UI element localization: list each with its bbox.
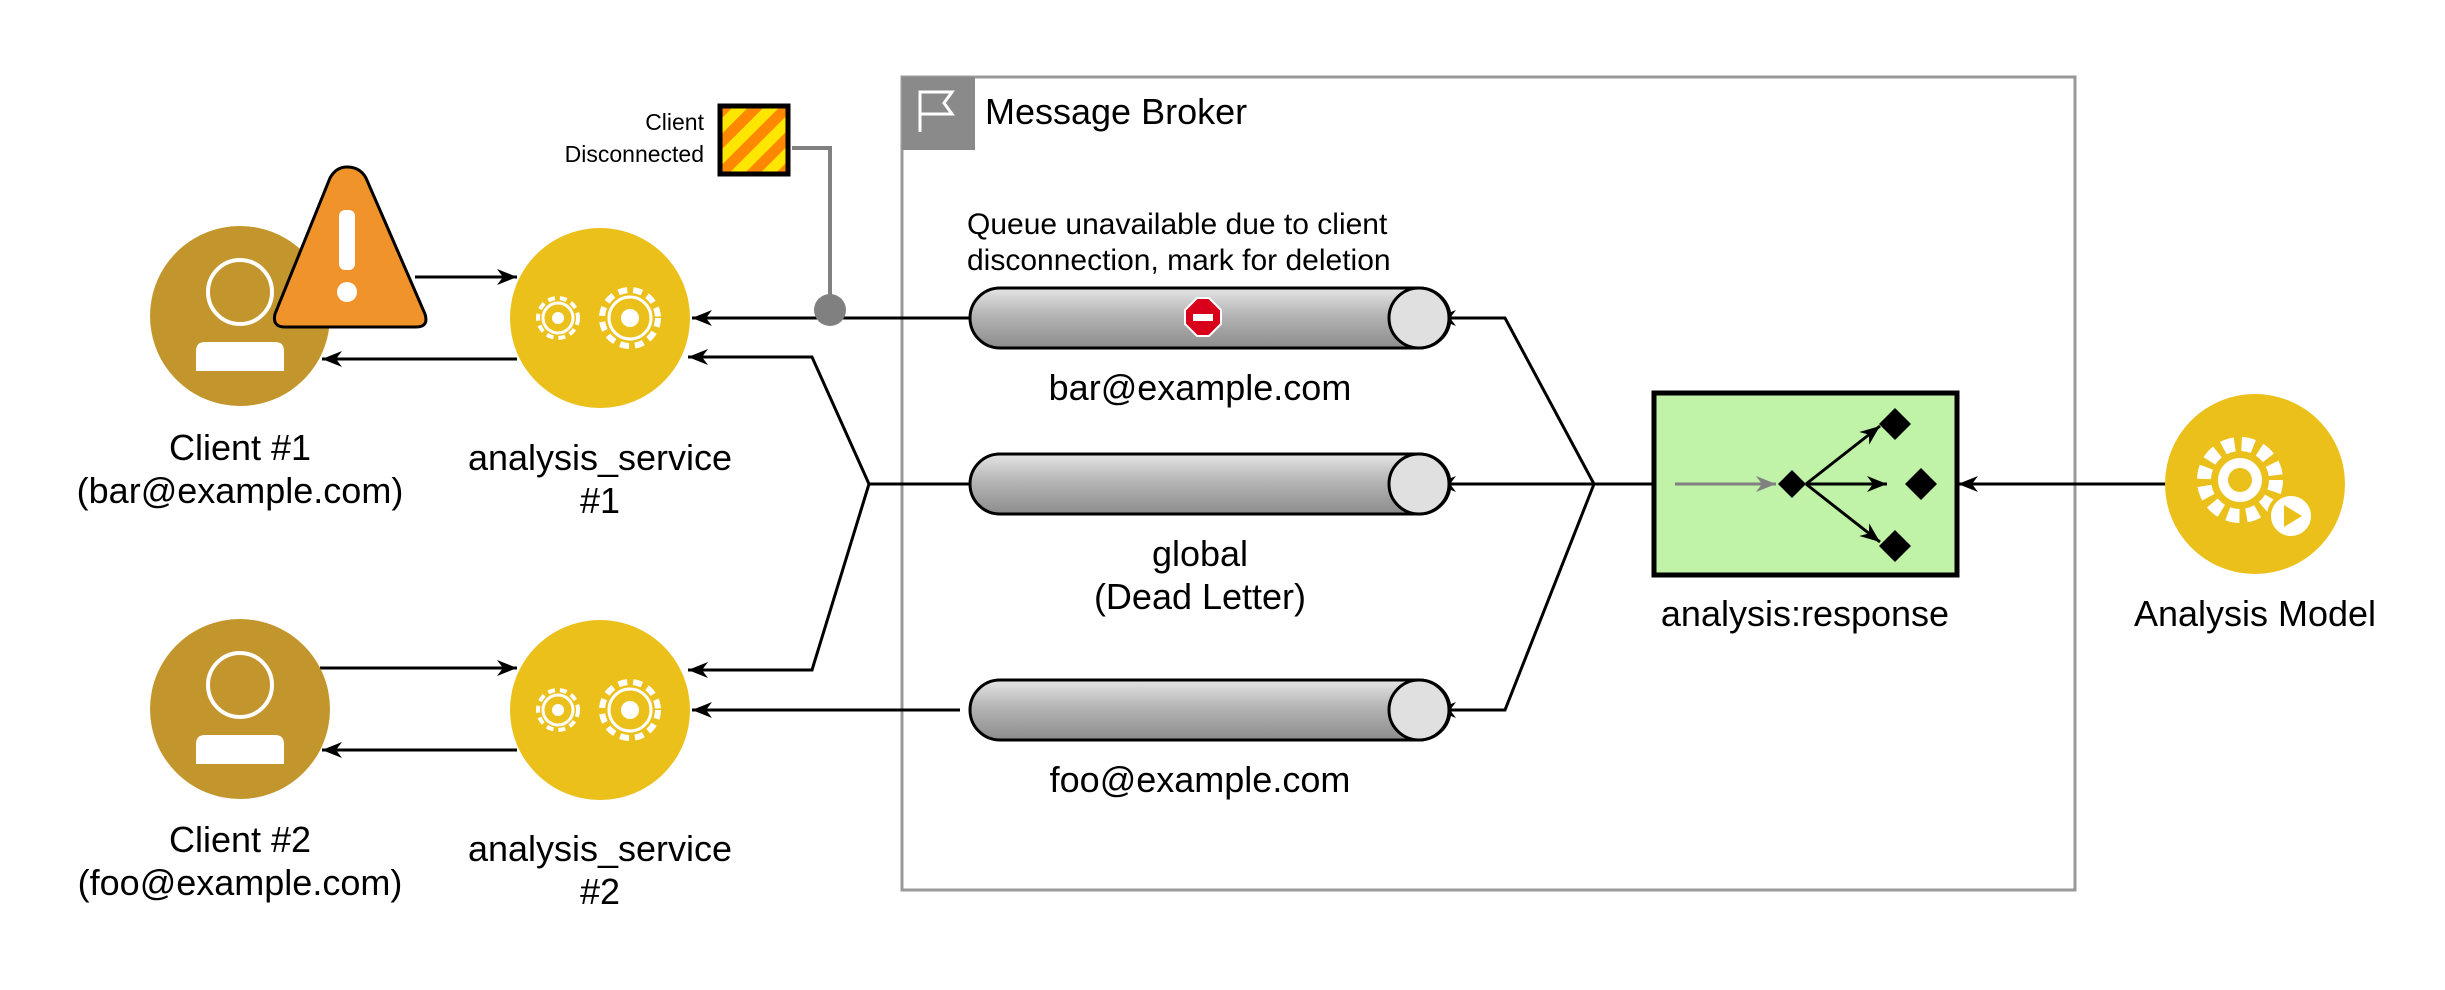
person-icon — [196, 258, 284, 371]
queue-foo-label: foo@example.com — [1049, 759, 1351, 800]
client-disconnected-line1: Client — [645, 109, 704, 135]
no-entry-icon — [1184, 297, 1222, 337]
client-1-email: (bar@example.com) — [76, 470, 404, 511]
person-icon — [196, 651, 284, 764]
client-1-node[interactable] — [150, 226, 330, 406]
gears-icon — [536, 679, 661, 741]
gears-icon — [536, 287, 661, 349]
service-2-number: #2 — [579, 871, 621, 912]
client-2-email: (foo@example.com) — [77, 862, 403, 903]
queue-note: Queue unavailable due to client disconne… — [967, 207, 1391, 279]
client-2-label: Client #2 (foo@example.com) — [40, 818, 440, 904]
queue-note-line1: Queue unavailable due to client — [967, 208, 1388, 241]
queue-global-line1: global — [1151, 533, 1249, 574]
client-2-node[interactable] — [150, 619, 330, 799]
broker-title: Message Broker — [985, 91, 1248, 132]
queue-note-line2: disconnection, mark for deletion — [967, 244, 1391, 277]
queue-foo[interactable] — [968, 678, 1452, 742]
queue-global-label: global (Dead Letter) — [960, 532, 1440, 618]
disconnect-junction — [814, 294, 846, 326]
queue-global-line2: (Dead Letter) — [1093, 576, 1307, 617]
analysis-model-label: Analysis Model — [2133, 593, 2377, 634]
exchange-to-foo-arrow — [1436, 483, 1596, 718]
client-disconnected-flag — [717, 103, 791, 177]
gear-play-icon — [2197, 437, 2315, 540]
global-queue-to-service1-arrow — [688, 349, 969, 486]
queue-bar[interactable] — [968, 286, 1452, 350]
flag-icon — [902, 77, 975, 150]
service-2-name: analysis_service — [467, 828, 733, 869]
client-disconnected-label: Client Disconnected — [520, 106, 704, 170]
client-1-name: Client #1 — [168, 427, 312, 468]
client-disconnected-line2: Disconnected — [564, 141, 704, 167]
client-1-label: Client #1 (bar@example.com) — [40, 426, 440, 512]
disconnect-connector — [792, 146, 832, 310]
service-1-name: analysis_service — [467, 437, 733, 478]
service-2-label: analysis_service #2 — [400, 827, 800, 913]
queue-global[interactable] — [968, 452, 1452, 516]
service-2-node[interactable] — [510, 620, 690, 800]
service-1-label: analysis_service #1 — [400, 436, 800, 522]
queue-bar-label: bar@example.com — [1048, 367, 1352, 408]
global-queue-to-service2-arrow — [688, 483, 871, 678]
warning-icon — [273, 165, 428, 329]
splitter-icon — [1675, 408, 1937, 562]
exchange-to-bar-arrow — [1436, 310, 1596, 485]
analysis-model-node[interactable] — [2165, 394, 2345, 574]
exchange-box[interactable] — [1651, 390, 1960, 578]
service-1-number: #1 — [579, 480, 621, 521]
service-1-node[interactable] — [510, 228, 690, 408]
exchange-label: analysis:response — [1660, 593, 1950, 634]
client-2-name: Client #2 — [168, 819, 312, 860]
